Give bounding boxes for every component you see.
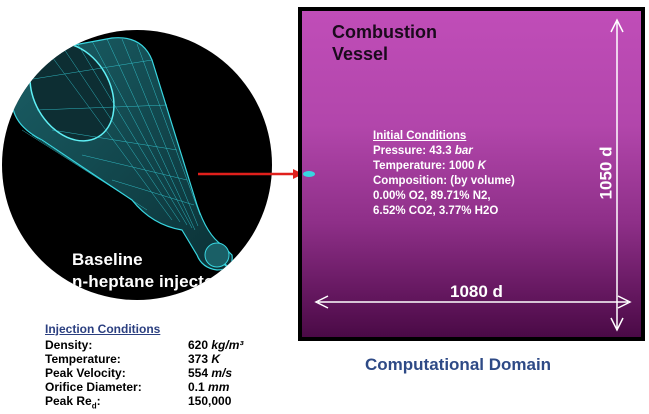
inj-value: 620 kg/m³ bbox=[188, 338, 244, 352]
injector-image: Baseline n-heptane injector bbox=[2, 30, 272, 300]
injector-caption-line2: n-heptane injector bbox=[72, 272, 222, 291]
ic-pressure: Pressure: 43.3 bar bbox=[373, 145, 473, 157]
initial-conditions-heading: Initial Conditions bbox=[373, 130, 467, 142]
inj-label: Density: bbox=[45, 338, 93, 352]
injector-mouth bbox=[29, 42, 115, 142]
ic-composition-line2: 6.52% CO2, 3.77% H2O bbox=[373, 205, 499, 217]
ic-pressure-label: Pressure: 43.3 bbox=[373, 145, 452, 157]
inj-value: 554 m/s bbox=[188, 366, 233, 380]
mesh-lines bbox=[21, 38, 201, 231]
inj-label: Peak Red: bbox=[45, 394, 101, 411]
vessel-title-line1: Combustion bbox=[332, 22, 437, 42]
ic-composition-line1: 0.00% O2, 89.71% N2, bbox=[373, 190, 491, 202]
ic-temperature-label: Temperature: 1000 bbox=[373, 160, 475, 172]
vertical-dimension-label: 1050 d bbox=[596, 146, 616, 200]
inj-label: Temperature: bbox=[45, 352, 121, 366]
injector-tip bbox=[221, 261, 258, 293]
ic-pressure-unit: bar bbox=[454, 145, 473, 157]
ic-temperature: Temperature: 1000 K bbox=[373, 160, 486, 172]
injection-conditions-heading: Injection Conditions bbox=[45, 322, 161, 336]
inj-value: 373 K bbox=[188, 352, 221, 366]
inj-label: Orifice Diameter: bbox=[45, 380, 142, 394]
inj-value: 0.1 mm bbox=[188, 380, 230, 394]
injector-mesh-graphic bbox=[11, 37, 258, 293]
nozzle-mark bbox=[303, 171, 315, 177]
horizontal-dimension-label: 1080 d bbox=[450, 282, 503, 301]
ic-temperature-unit: K bbox=[477, 160, 486, 172]
ic-composition: Composition: (by volume) bbox=[373, 175, 515, 187]
inj-label: Peak Velocity: bbox=[45, 366, 126, 380]
vessel-title-line2: Vessel bbox=[332, 44, 389, 64]
combustion-vessel bbox=[298, 7, 645, 341]
injector-caption-line1: Baseline bbox=[72, 250, 143, 269]
inj-value: 150,000 bbox=[188, 394, 232, 408]
computational-domain-title: Computational Domain bbox=[365, 355, 552, 374]
